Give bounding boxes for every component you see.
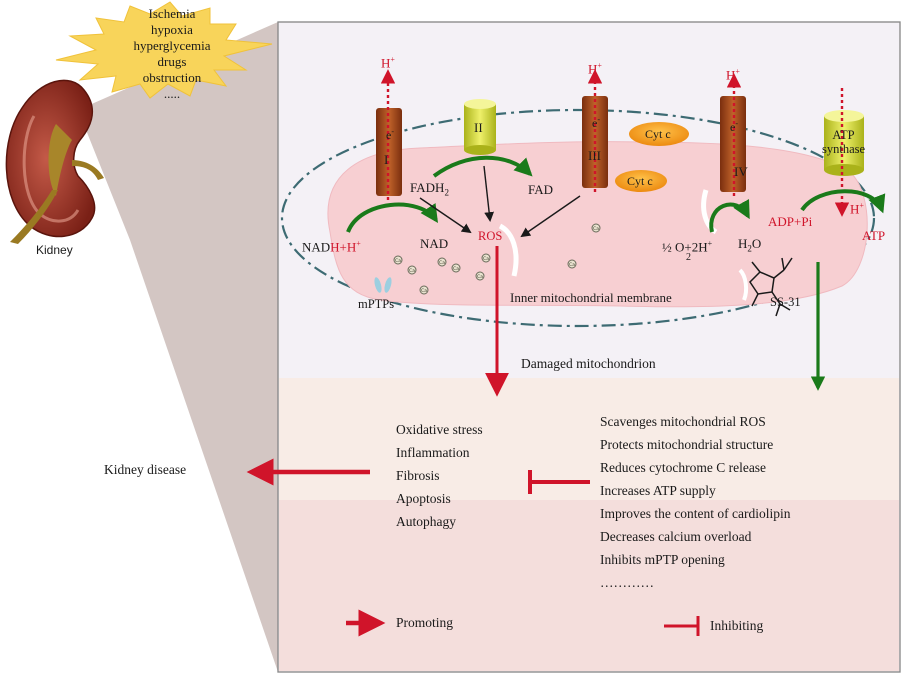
adp-label: ADP+Pi bbox=[768, 214, 813, 229]
proton-i: H+ bbox=[381, 55, 395, 71]
complex-i-label: I bbox=[384, 152, 389, 167]
projection-wedge bbox=[78, 22, 278, 672]
complex-ii-label: II bbox=[474, 120, 483, 135]
complex-ii bbox=[464, 99, 496, 155]
ss31-molecule bbox=[749, 257, 793, 317]
effect-item: Autophagy bbox=[396, 514, 456, 529]
complex-iii-label: III bbox=[588, 148, 601, 163]
inner-membrane-label: Inner mitochondrial membrane bbox=[510, 290, 672, 305]
mptp-label: mPTPs bbox=[358, 297, 395, 311]
water-reaction-sub: 2 bbox=[686, 252, 691, 263]
effect-item: Inflammation bbox=[396, 445, 470, 460]
cause-item: Ischemia bbox=[148, 6, 196, 21]
legend-promoting-label: Promoting bbox=[396, 615, 454, 630]
electron-iv: e- bbox=[730, 119, 738, 134]
kidney-illustration bbox=[5, 79, 104, 244]
inhibit-symbol bbox=[528, 470, 590, 494]
ss31-effect-item: Inhibits mPTP opening bbox=[600, 552, 725, 567]
ss31-effect-item: ………… bbox=[600, 575, 654, 590]
ss31-effects-list: Scavenges mitochondrial ROS Protects mit… bbox=[600, 410, 790, 594]
atp-synthase bbox=[824, 110, 864, 176]
calcium-label: Ca bbox=[477, 274, 483, 280]
green-arrow-nadh bbox=[346, 202, 439, 233]
proton-iv: H+ bbox=[726, 67, 740, 83]
cause-item: obstruction bbox=[142, 70, 202, 85]
calcium-label: Ca bbox=[395, 258, 401, 264]
cyt-c-upper-label: Cyt c bbox=[645, 127, 671, 141]
green-arrow-atp bbox=[800, 189, 886, 214]
nad-label: NAD bbox=[420, 236, 449, 251]
effects-band bbox=[279, 378, 899, 500]
calcium-label: Ca bbox=[569, 262, 575, 268]
fadh2-label: FADH2 bbox=[410, 180, 449, 198]
atp-synthase-label: ATP synthase bbox=[822, 128, 865, 156]
kidney-disease-label: Kidney disease bbox=[104, 462, 187, 477]
water-reaction-label: ½ O+2H+ bbox=[662, 239, 713, 255]
effect-item: Fibrosis bbox=[396, 468, 440, 483]
calcium-label: Ca bbox=[421, 288, 427, 294]
ss31-effect-item: Reduces cytochrome C release bbox=[600, 460, 767, 475]
legend-inhibiting-symbol bbox=[664, 616, 700, 636]
causes-list: Ischemia hypoxia hyperglycemia drugs obs… bbox=[112, 6, 232, 102]
ss31-effect-item: Protects mitochondrial structure bbox=[600, 437, 774, 452]
green-arrow-water bbox=[709, 199, 750, 233]
calcium-label: Ca bbox=[593, 226, 599, 232]
legend-inhibiting-label: Inhibiting bbox=[710, 618, 764, 633]
effects-list: Oxidative stress Inflammation Fibrosis A… bbox=[396, 418, 483, 533]
ss31-effect-item: Scavenges mitochondrial ROS bbox=[600, 414, 766, 429]
ss31-effect-item: Improves the content of cardiolipin bbox=[600, 506, 791, 521]
calcium-label: Ca bbox=[453, 266, 459, 272]
lower-band bbox=[279, 500, 899, 671]
outer-membrane bbox=[280, 108, 876, 328]
mptp-pores bbox=[374, 277, 392, 293]
damaged-label: Damaged mitochondrion bbox=[521, 356, 656, 371]
fad-label: FAD bbox=[528, 182, 554, 197]
arrow-nad-to-ros bbox=[419, 197, 472, 234]
kidney-label: Kidney bbox=[36, 243, 73, 257]
nadh-label: NADH+H+ bbox=[302, 239, 361, 255]
calcium-particles bbox=[393, 223, 601, 295]
electron-i: e- bbox=[386, 127, 394, 142]
ros-label: ROS bbox=[478, 229, 503, 243]
cause-item: drugs bbox=[157, 54, 187, 69]
green-arrow-fadh2 bbox=[432, 155, 533, 178]
calcium-label: Ca bbox=[409, 268, 415, 274]
effect-item: Oxidative stress bbox=[396, 422, 483, 437]
ss31-effect-item: Increases ATP supply bbox=[600, 483, 716, 498]
complex-iv bbox=[720, 96, 746, 192]
cause-item: hypoxia bbox=[151, 22, 193, 37]
complex-iv-label: IV bbox=[734, 164, 748, 179]
calcium-label: Ca bbox=[483, 256, 489, 262]
cyt-c-upper bbox=[629, 122, 689, 146]
calcium-label: Ca bbox=[439, 260, 445, 266]
proton-iii: H+ bbox=[588, 61, 602, 77]
cyt-c-lower bbox=[615, 170, 667, 192]
atp-synthase-line: ATP bbox=[832, 128, 855, 142]
atp-synthase-line: synthase bbox=[822, 142, 866, 156]
atp-label: ATP bbox=[862, 228, 886, 243]
ss31-effect-item: Decreases calcium overload bbox=[600, 529, 752, 544]
effect-item: Apoptosis bbox=[396, 491, 451, 506]
water-label: H2O bbox=[738, 236, 762, 254]
stress-starburst bbox=[55, 1, 273, 99]
arrow-iii-to-ros bbox=[520, 195, 581, 238]
ss31-label: SS-31 bbox=[770, 295, 801, 309]
cyt-c-lower-label: Cyt c bbox=[627, 174, 653, 188]
cause-item: hyperglycemia bbox=[133, 38, 211, 53]
proton-atp: H+ bbox=[850, 201, 864, 217]
arrow-ii-to-ros bbox=[483, 165, 495, 222]
cause-item: ..... bbox=[163, 86, 181, 101]
electron-iii: e- bbox=[592, 115, 600, 130]
